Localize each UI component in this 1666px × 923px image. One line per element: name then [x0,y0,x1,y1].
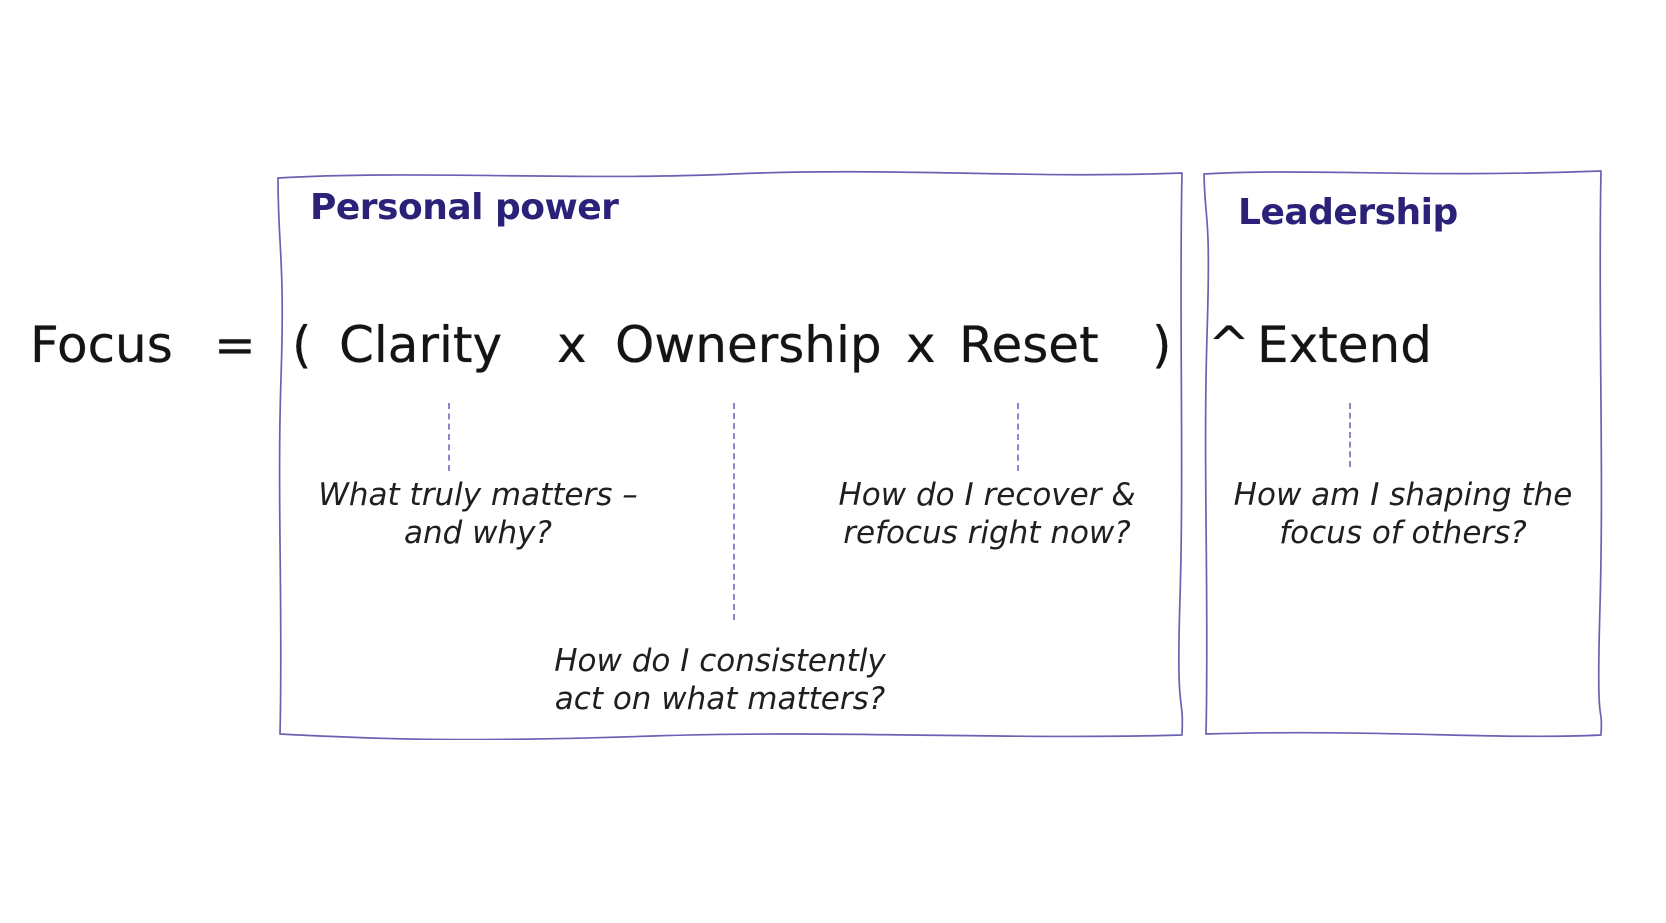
clarity-annotation-line-2: and why? [404,515,552,551]
extend-annotation-line-2: focus of others? [1279,515,1527,551]
formula-times-sign-2: x [906,316,936,374]
clarity-annotation: What truly matters – and why? [318,476,638,552]
formula-term-ownership: Ownership [615,316,882,374]
leadership-heading: Leadership [1238,192,1458,233]
ownership-annotation-line-1: How do I consistently [554,643,886,679]
formula-times-sign-1: x [557,316,587,374]
formula-open-paren: ( [292,316,312,374]
reset-annotation-line-1: How do I recover & [838,477,1136,513]
reset-connector-line [1017,403,1019,471]
formula-term-focus: Focus [30,316,173,374]
reset-annotation: How do I recover & refocus right now? [839,476,1136,552]
clarity-connector-line [448,403,450,471]
formula-term-reset: Reset [959,316,1099,374]
formula-term-clarity: Clarity [339,316,503,374]
formula-caret-sign: ^ [1208,316,1250,374]
clarity-annotation-line-1: What truly matters – [318,477,638,513]
ownership-connector-line [733,403,735,620]
extend-connector-line [1349,403,1351,467]
personal-power-heading: Personal power [310,187,619,228]
ownership-annotation: How do I consistently act on what matter… [554,642,886,718]
formula-close-paren: ) [1152,316,1172,374]
formula-equals-sign: = [214,316,256,374]
leadership-box [1203,170,1603,738]
extend-annotation-line-1: How am I shaping the [1233,477,1573,513]
ownership-annotation-line-2: act on what matters? [554,681,886,717]
extend-annotation: How am I shaping the focus of others? [1234,476,1573,552]
reset-annotation-line-2: refocus right now? [843,515,1131,551]
formula-term-extend: Extend [1257,316,1432,374]
